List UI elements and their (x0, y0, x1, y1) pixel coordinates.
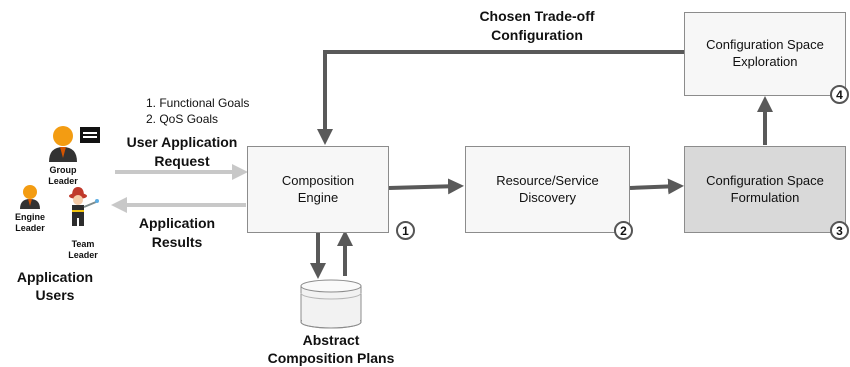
engine-leader-icon (20, 185, 40, 209)
user-request-label: User Application Request (126, 134, 238, 169)
chosen-tradeoff-label: Chosen Trade-off Configuration (479, 8, 595, 43)
abstract-plans-database-icon (300, 279, 362, 329)
step-badge-2: 2 (614, 221, 633, 240)
tradeoff-feedback-arrow (317, 50, 685, 145)
config-exploration-label: Configuration Space Exploration (706, 37, 824, 69)
resource-discovery-label: Resource/Service Discovery (496, 172, 599, 205)
composition-engine-label: Composition Engine (281, 172, 355, 205)
app-results-label: Application Results (138, 215, 216, 250)
step-badge-4: 4 (830, 85, 849, 104)
config-formulation-label: Configuration Space Formulation (706, 172, 824, 205)
config-formulation-box: Configuration Space Formulation (684, 146, 846, 233)
engine-leader-label: Engine Leader (14, 212, 45, 234)
group-leader-icon (49, 126, 100, 162)
team-leader-label: Team Leader (68, 239, 98, 261)
discovery-to-formulation-arrow (629, 178, 684, 195)
step-badge-3: 3 (830, 221, 849, 240)
engine-to-discovery-arrow (388, 178, 464, 195)
group-leader-label: Group Leader (48, 165, 78, 187)
goals-label: 1. Functional Goals 2. QoS Goals (146, 96, 250, 127)
abstract-plans-label: Abstract Composition Plans (267, 332, 395, 367)
resource-discovery-box: Resource/Service Discovery (465, 146, 630, 233)
step-badge-1: 1 (396, 221, 415, 240)
config-exploration-box: Configuration Space Exploration (684, 12, 846, 96)
firefighter-icon (69, 187, 99, 226)
composition-engine-box: Composition Engine (247, 146, 389, 233)
application-users-label: Application Users (16, 269, 94, 304)
